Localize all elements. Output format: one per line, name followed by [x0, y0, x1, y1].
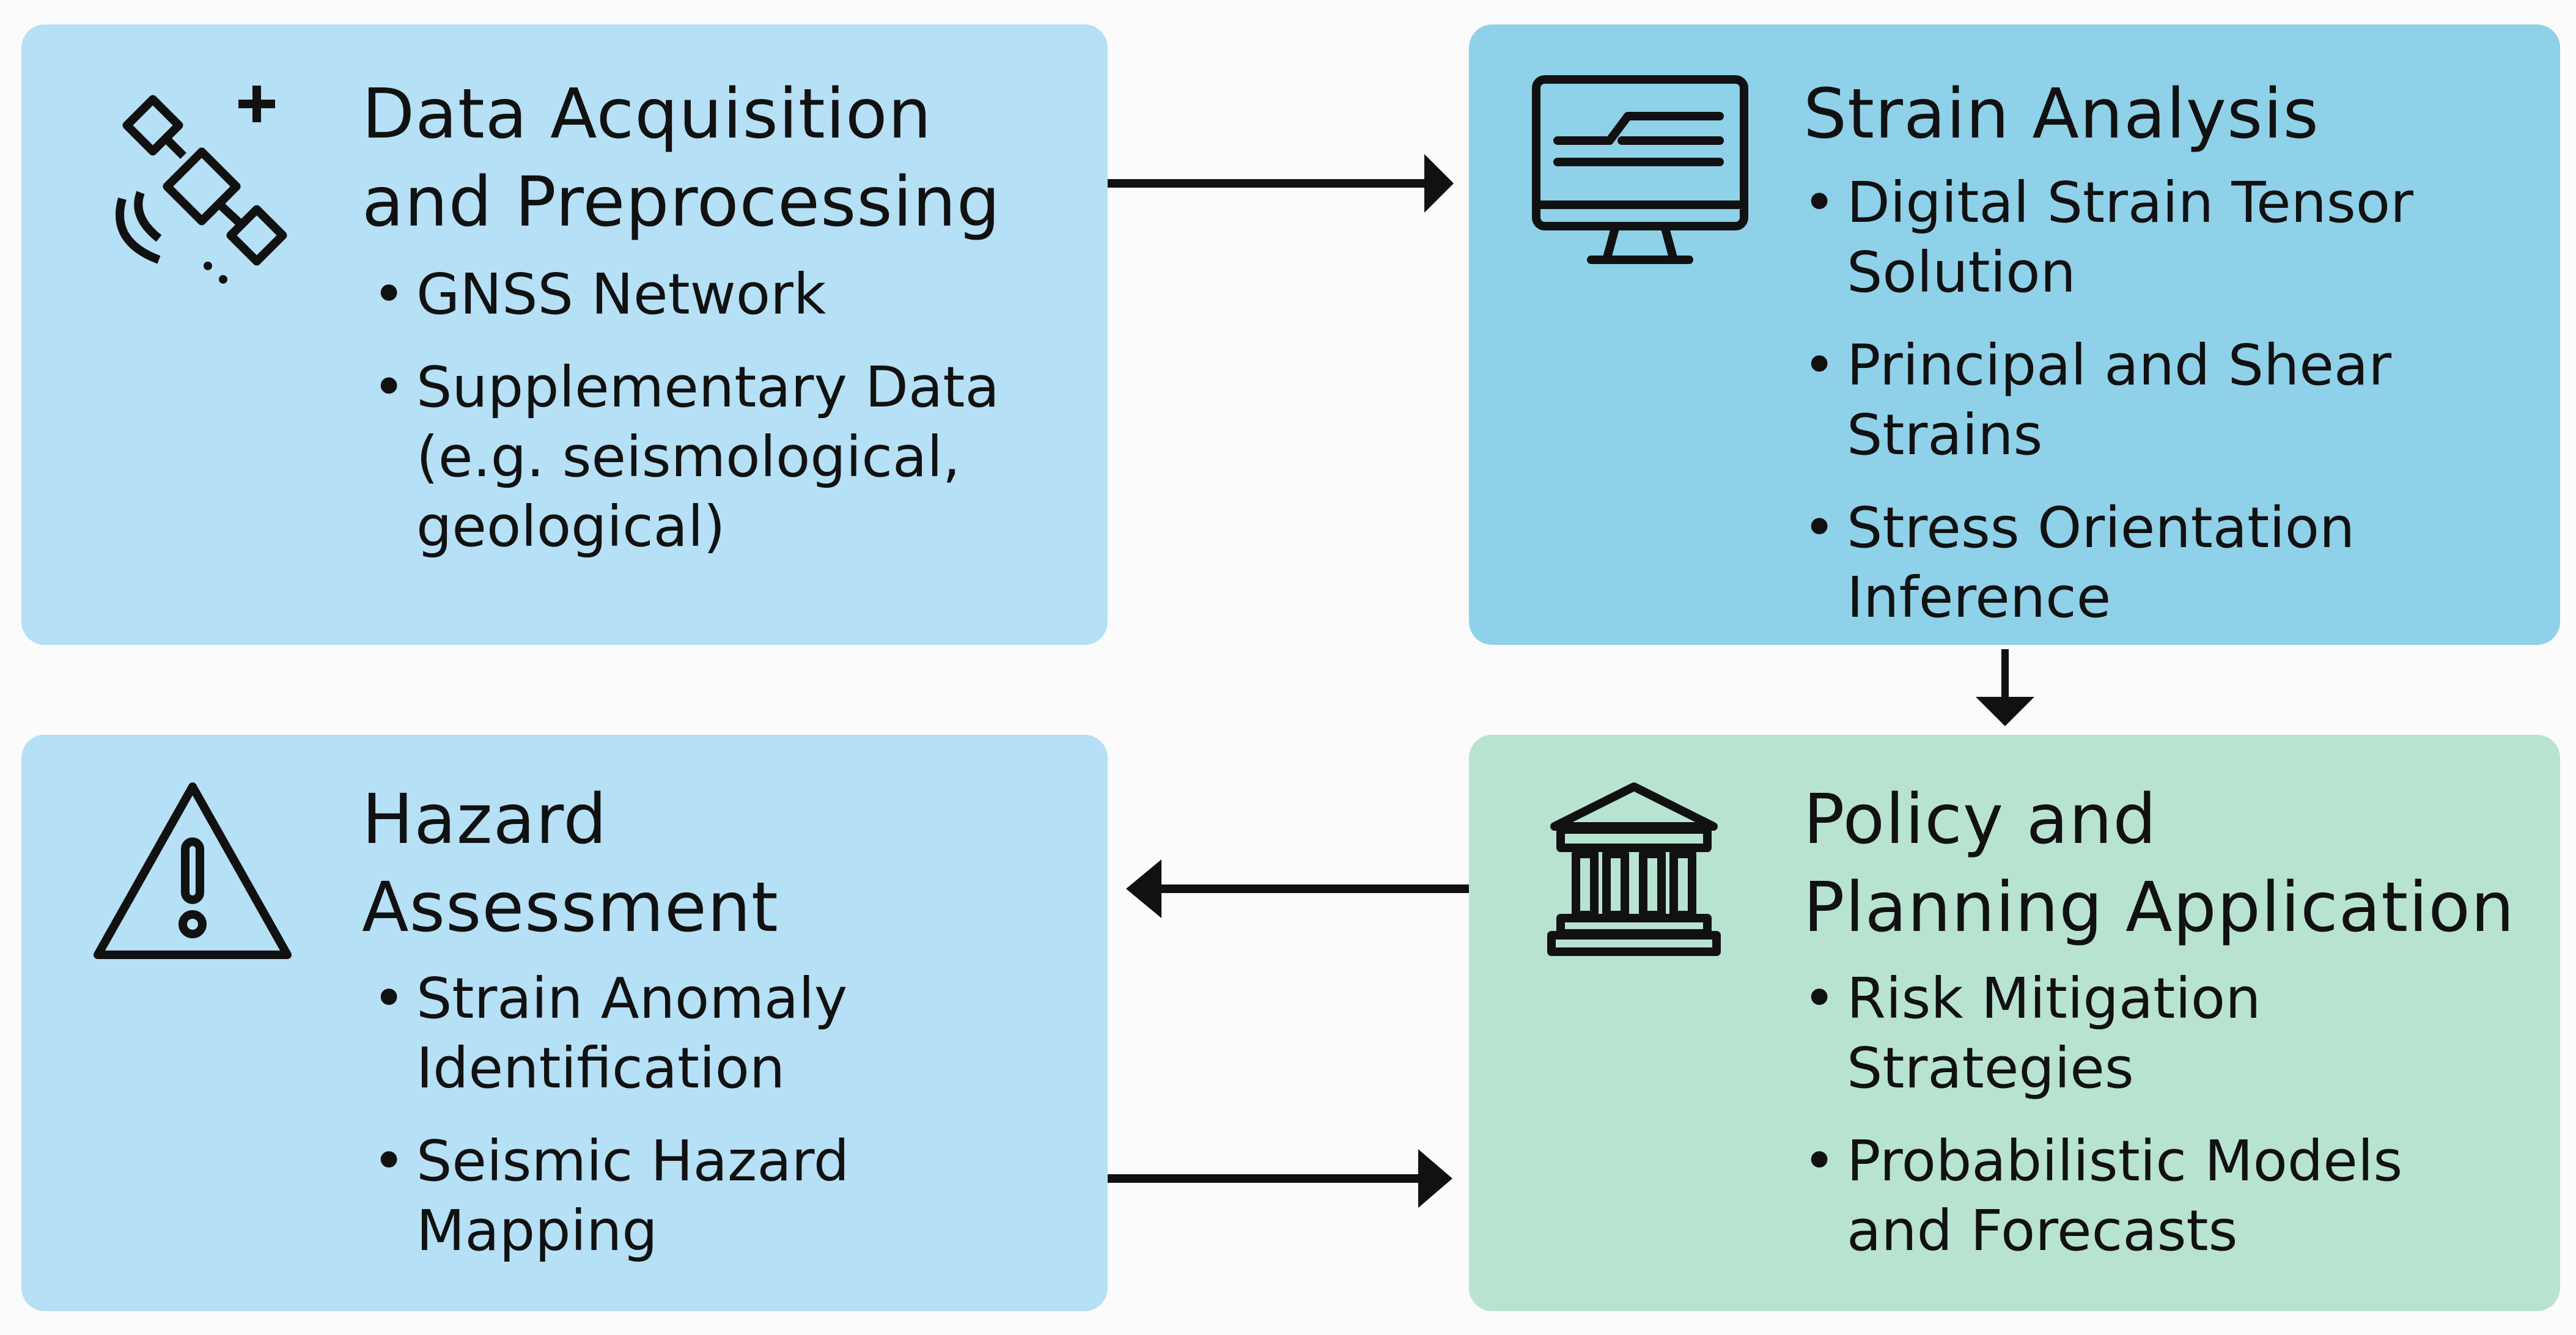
government-building-icon: [1547, 782, 1721, 956]
bullet: •: [372, 355, 406, 420]
item-line: Principal and Shear: [1847, 333, 2392, 398]
item-line: Identification: [416, 1035, 786, 1101]
strain-box-title-line1: Strain Analysis: [1803, 75, 2319, 154]
list-item: • Probabilistic Models and Forecasts: [1799, 1127, 2402, 1266]
hazard-box-list: • Strain Anomaly Identification • Seismi…: [369, 964, 849, 1289]
data-box-title: Data Acquisition and Preprocessing: [362, 70, 1001, 246]
data-box-list: • GNSS Network • Supplementary Data (e.g…: [369, 260, 999, 585]
item-line: Mapping: [416, 1198, 658, 1263]
item-line: Seismic Hazard: [416, 1128, 850, 1194]
item-line: Inference: [1847, 565, 2111, 630]
item-line: Strains: [1847, 402, 2043, 468]
item-line: and Forecasts: [1847, 1198, 2238, 1263]
item-line: Supplementary Data: [416, 355, 999, 420]
bullet: •: [1803, 1128, 1836, 1194]
strain-box-title: Strain Analysis: [1803, 70, 2319, 158]
bullet: •: [1803, 966, 1836, 1031]
policy-box-title: Policy and Planning Application: [1803, 776, 2515, 952]
policy-box-title-line2: Planning Application: [1803, 868, 2515, 947]
item-line: Strain Anomaly: [416, 966, 848, 1031]
hazard-assessment-box: Hazard Assessment • Strain Anomaly Ident…: [21, 735, 1108, 1311]
policy-box-title-line1: Policy and: [1803, 780, 2157, 859]
arrow-policy-to-hazard: [1126, 859, 1469, 918]
data-box-title-line2: and Preprocessing: [362, 163, 1001, 242]
hazard-box-title-line2: Assessment: [362, 868, 779, 947]
satellite-icon: [116, 86, 287, 284]
bullet: •: [372, 262, 406, 327]
bullet: •: [1803, 170, 1836, 235]
warning-triangle-icon: [94, 782, 292, 959]
list-item: • Stress Orientation Inference: [1799, 493, 2413, 633]
list-item: • Seismic Hazard Mapping: [369, 1127, 849, 1266]
list-item: • Strain Anomaly Identification: [369, 964, 849, 1103]
arrow-hazard-to-policy: [1108, 1149, 1452, 1208]
item-line: Stress Orientation: [1847, 495, 2355, 561]
hazard-box-title: Hazard Assessment: [362, 776, 779, 952]
bullet: •: [372, 1128, 406, 1194]
policy-box-list: • Risk Mitigation Strategies • Probabili…: [1799, 964, 2402, 1289]
item-line: Strategies: [1847, 1035, 2134, 1101]
list-item: • Supplementary Data (e.g. seismological…: [369, 353, 999, 562]
list-item: • GNSS Network: [369, 260, 999, 329]
item-line: GNSS Network: [416, 262, 826, 327]
bullet: •: [372, 966, 406, 1031]
item-line: geological): [416, 494, 726, 559]
item-line: Solution: [1847, 240, 2076, 305]
list-item: • Digital Strain Tensor Solution: [1799, 168, 2413, 307]
strain-analysis-box: Strain Analysis • Digital Strain Tensor …: [1469, 24, 2560, 645]
data-box-title-line1: Data Acquisition: [362, 75, 932, 154]
policy-planning-box: Policy and Planning Application • Risk M…: [1469, 735, 2560, 1311]
computer-monitor-icon: [1532, 75, 1748, 264]
strain-box-list: • Digital Strain Tensor Solution • Princ…: [1799, 168, 2413, 656]
data-acquisition-box: Data Acquisition and Preprocessing • GNS…: [21, 24, 1108, 645]
bullet: •: [1803, 333, 1836, 398]
item-line: Risk Mitigation: [1847, 966, 2261, 1031]
item-line: (e.g. seismological,: [416, 424, 961, 490]
item-line: Probabilistic Models: [1847, 1128, 2403, 1194]
item-line: Digital Strain Tensor: [1847, 170, 2413, 235]
arrow-data-to-strain: [1108, 154, 1454, 213]
list-item: • Principal and Shear Strains: [1799, 331, 2413, 470]
list-item: • Risk Mitigation Strategies: [1799, 964, 2402, 1103]
bullet: •: [1803, 495, 1836, 561]
arrow-strain-to-policy: [1976, 649, 2034, 726]
hazard-box-title-line1: Hazard: [362, 780, 608, 859]
